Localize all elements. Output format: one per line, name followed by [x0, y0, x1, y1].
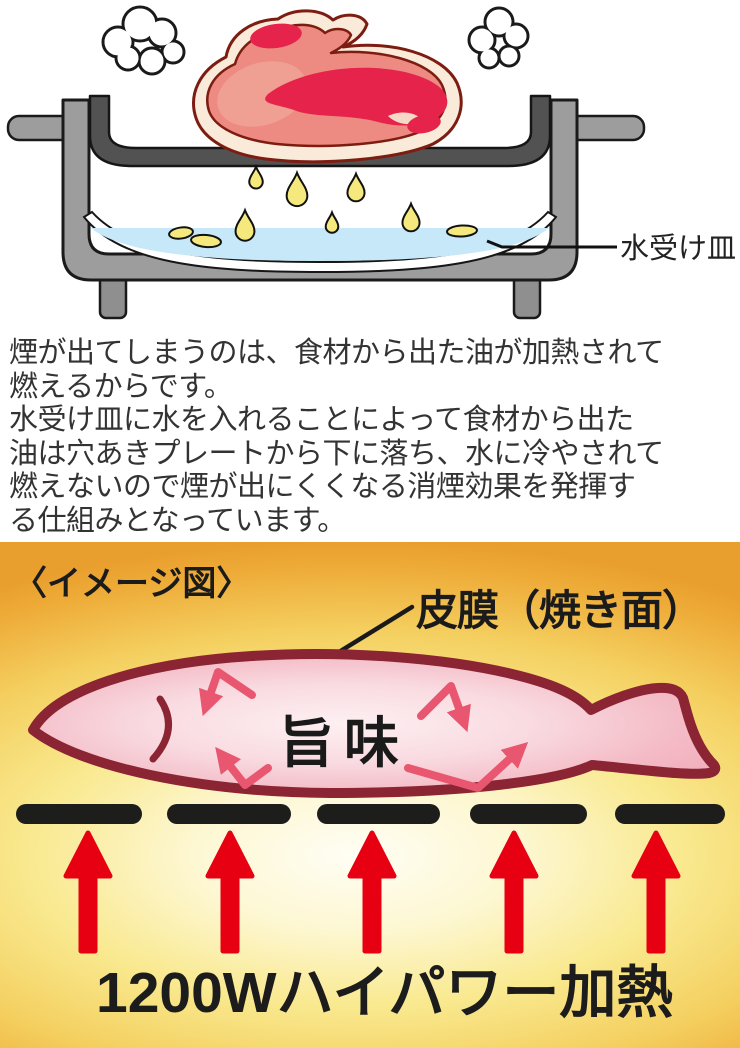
description-line: 煙が出てしまうのは、食材から出た油が加熱されて: [9, 337, 664, 369]
smoke-reduction-description: 煙が出てしまうのは、食材から出た油が加熱されて 燃えるからです。 水受け皿に水を…: [9, 337, 735, 538]
description-line: る仕組みとなっています。: [9, 504, 346, 537]
umami-arrow: [215, 746, 272, 789]
oil-droplets: [236, 167, 420, 241]
power-label: 1200Wハイパワー加熱: [96, 961, 673, 1025]
umami-label: 旨味: [279, 712, 409, 774]
grill-plate: [88, 94, 552, 168]
meat-illustration: [192, 9, 463, 164]
gill-mark: [149, 695, 172, 763]
water-tray-leader-line: [486, 239, 617, 249]
steam-cloud-left-icon: [101, 5, 186, 76]
grill-cutaway-illustration: 水受け皿: [6, 5, 736, 320]
heat-arrows: [63, 830, 681, 954]
description-line: 燃えないので煙が出にくくなる消煙効果を発揮す: [9, 471, 636, 503]
skin-label: 皮膜（焼き面）: [416, 587, 703, 634]
grill-handles: [6, 114, 646, 142]
description-line: 油は穴あきプレートから下に落ち、水に冷やされて: [9, 437, 664, 470]
floating-oil: [168, 224, 478, 249]
heat-arrow: [347, 830, 397, 954]
heat-arrow: [631, 830, 681, 954]
umami-arrow: [404, 742, 529, 792]
heat-arrow: [63, 830, 113, 954]
umami-arrow: [417, 682, 471, 733]
description-line: 水受け皿に水を入れることによって食材から出た: [9, 404, 634, 436]
heat-arrow: [489, 830, 539, 954]
fish-heating-diagram: 〈イメージ図〉 皮膜（焼き面） 旨味: [13, 565, 725, 1025]
umami-arrows: [198, 668, 529, 792]
umami-arrow: [198, 668, 256, 717]
image-caption: 〈イメージ図〉: [13, 565, 250, 603]
water-tray-label: 水受け皿: [620, 232, 736, 265]
heat-arrow: [205, 830, 255, 954]
steam-cloud-right-icon: [467, 6, 530, 70]
description-line: 燃えるからです。: [9, 370, 233, 403]
heating-image-panel: 〈イメージ図〉 皮膜（焼き面） 旨味: [0, 542, 740, 1048]
grill-dashes: [16, 804, 725, 824]
